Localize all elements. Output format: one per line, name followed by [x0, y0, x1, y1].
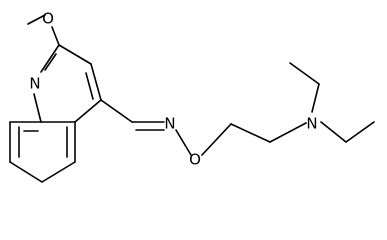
ethyl-up-terminal-bond [289, 62, 320, 85]
c5-to-c6-bond [41, 161, 76, 183]
ch2-to-amine-n-bond [269, 122, 307, 143]
c2-to-ring-n-bond [40, 44, 60, 73]
c3-to-c4-bond [90, 63, 102, 101]
methyl-to-methoxy-o-bond [27, 14, 46, 25]
amine-nitrogen-label: N [306, 115, 317, 133]
c3-to-c4-inner-bond [85, 72, 94, 100]
oxime-o-to-ch2-bond [201, 123, 232, 156]
methoxy-oxygen-label: O [42, 10, 54, 28]
ch2-to-ch2-bond [230, 123, 271, 143]
ring-nitrogen-label: N [29, 75, 40, 93]
c2-to-ring-n-inner-bond [44, 53, 57, 71]
c4-to-c4a-bond [74, 99, 102, 123]
c4-to-imine-carbon-bond [100, 99, 133, 123]
ethyl-right-terminal-bond [345, 121, 375, 143]
oxime-oxygen-label: O [189, 151, 201, 169]
c8a-to-ring-n-bond [33, 93, 42, 123]
molecule-structure-diagram: O N N O N [9, 9, 375, 183]
imine-nitrogen-label: N [164, 115, 175, 133]
molecule-svg: O N N O N [9, 10, 375, 183]
c6-to-c7-bond [9, 161, 43, 183]
methoxy-o-to-ring-bond [51, 26, 60, 46]
c2-to-c3-bond [58, 44, 92, 65]
amine-n-to-ethyl-right-bond [320, 121, 347, 143]
amine-n-to-ethyl-up-bond [311, 83, 320, 113]
imine-n-to-o-bond [175, 129, 192, 156]
